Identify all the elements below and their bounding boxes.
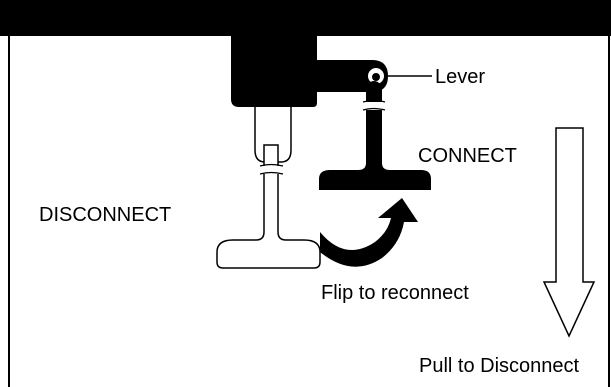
flip-arrow	[320, 198, 418, 267]
lever-label: Lever	[435, 66, 486, 88]
mount-housing	[231, 34, 317, 107]
pull-label: Pull to Disconnect	[419, 355, 580, 377]
pull-arrow	[542, 127, 596, 338]
disconnected-handle	[216, 107, 321, 269]
connected-handle	[319, 81, 431, 190]
flip-label: Flip to reconnect	[321, 282, 469, 304]
disconnect-label: DISCONNECT	[39, 204, 172, 226]
connect-label: CONNECT	[418, 145, 517, 167]
top-bar	[0, 0, 611, 36]
